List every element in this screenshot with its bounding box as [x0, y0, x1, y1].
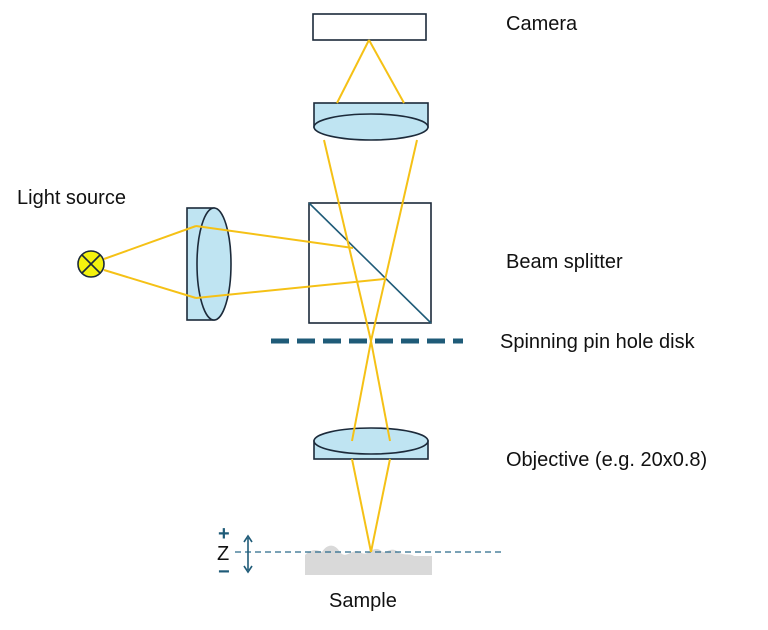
- objective-lens: [313, 427, 429, 460]
- z-axis-arrow: [243, 534, 253, 574]
- beam-splitter-cube: [308, 202, 432, 324]
- camera-sensor: [312, 13, 427, 41]
- z-plus-sign: +: [218, 523, 230, 545]
- sample-specimen: [305, 545, 432, 575]
- light-source-lamp: [77, 250, 105, 278]
- tube-lens: [313, 102, 429, 141]
- camera-label: Camera: [506, 13, 578, 35]
- light-source-label: Light source: [17, 187, 126, 209]
- objective-label: Objective (e.g. 20x0.8): [506, 449, 708, 471]
- z-minus-sign: −: [218, 561, 230, 583]
- sample-label: Sample: [329, 590, 397, 612]
- collector-lens: [186, 207, 232, 321]
- beam-splitter-label: Beam splitter: [506, 251, 623, 273]
- pinhole-disk-label: Spinning pin hole disk: [500, 331, 695, 353]
- imaging-beam: [323, 39, 418, 553]
- z-axis-label: Z: [217, 543, 230, 565]
- illumination-beam: [103, 225, 385, 299]
